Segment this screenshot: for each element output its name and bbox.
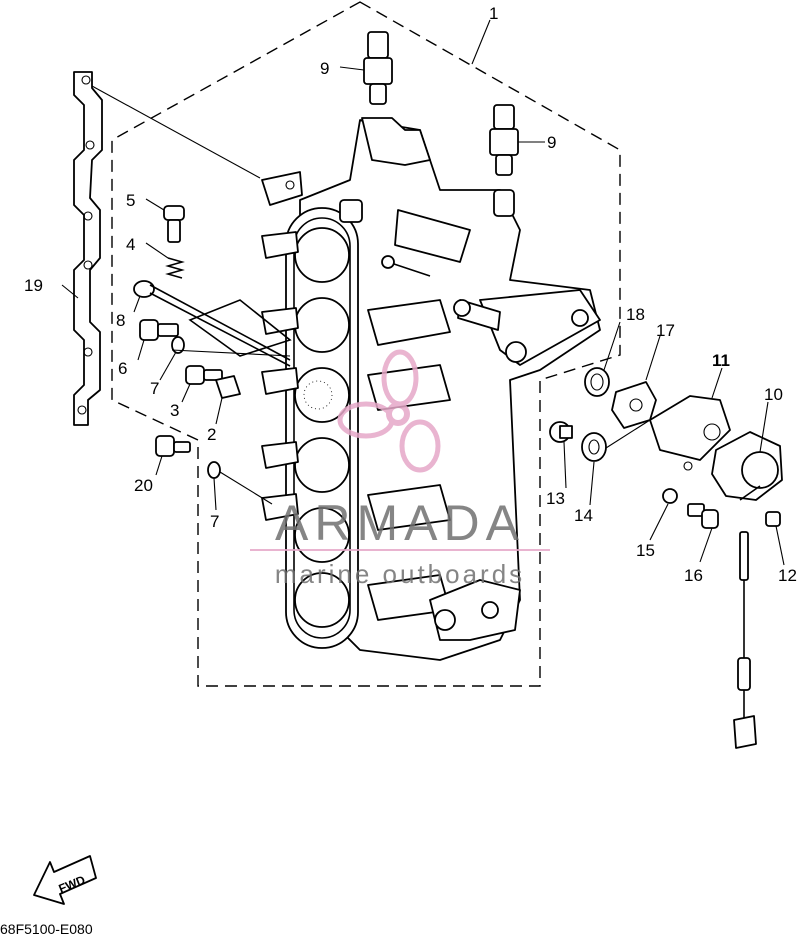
screw-16 xyxy=(687,503,719,529)
collar-13 xyxy=(549,421,573,443)
sensor-10 xyxy=(683,431,783,501)
nipple-9-left xyxy=(363,31,393,105)
bolt-6 xyxy=(139,319,179,341)
nipple-9-right xyxy=(489,104,519,176)
washer-7-lower xyxy=(207,461,221,479)
spring-18 xyxy=(584,367,610,397)
fwd-arrow: FWD xyxy=(33,855,97,905)
assembly-boundary xyxy=(111,1,621,687)
rod-8 xyxy=(133,280,291,367)
watermark-tagline: marine outboards xyxy=(275,559,525,589)
callout-17: 17 xyxy=(656,321,675,340)
callout-2: 2 xyxy=(207,425,216,444)
callout-10: 10 xyxy=(764,385,783,404)
callout-6: 6 xyxy=(118,359,127,378)
callout-11: 11 xyxy=(712,351,730,370)
callout-15: 15 xyxy=(636,541,655,560)
plate-link xyxy=(188,299,292,357)
callout-14: 14 xyxy=(574,506,593,525)
seal-14 xyxy=(581,432,607,462)
callout-labels: 1 2 3 4 5 6 7 7 8 9 9 10 11 12 13 14 15 … xyxy=(24,4,797,585)
callout-7-upper: 7 xyxy=(150,379,159,398)
bolt-20 xyxy=(155,435,191,457)
screw-3 xyxy=(185,365,223,385)
gasket-19 xyxy=(73,71,103,426)
washer-15 xyxy=(662,488,678,504)
callout-8: 8 xyxy=(116,311,125,330)
callout-4: 4 xyxy=(126,235,135,254)
spring-4 xyxy=(165,257,185,279)
washer-7-upper xyxy=(171,336,185,354)
callout-19: 19 xyxy=(24,276,43,295)
screw-5 xyxy=(163,205,185,243)
callout-9-left: 9 xyxy=(320,59,329,78)
callout-9-right: 9 xyxy=(547,133,556,152)
sensor-lead xyxy=(733,531,757,749)
diagram-code: 68F5100-E080 xyxy=(0,921,93,936)
callout-16: 16 xyxy=(684,566,703,585)
callout-5: 5 xyxy=(126,191,135,210)
callout-12: 12 xyxy=(778,566,797,585)
callout-3: 3 xyxy=(170,401,179,420)
callout-20: 20 xyxy=(134,476,153,495)
watermark: ARMADA marine outboards xyxy=(250,349,550,589)
throttle-body-1 xyxy=(261,117,601,661)
adapter-17 xyxy=(611,381,657,429)
clip-2 xyxy=(215,375,241,399)
bracket-11 xyxy=(649,395,731,461)
watermark-logo-mark xyxy=(337,349,441,473)
screw-12 xyxy=(765,511,781,527)
watermark-brand: ARMADA xyxy=(275,495,525,551)
mounting-lugs xyxy=(261,171,303,521)
callout-7-lower: 7 xyxy=(210,512,219,531)
callout-18: 18 xyxy=(626,305,645,324)
leader-lines xyxy=(61,19,785,566)
callout-1: 1 xyxy=(489,4,498,23)
callout-13: 13 xyxy=(546,489,565,508)
